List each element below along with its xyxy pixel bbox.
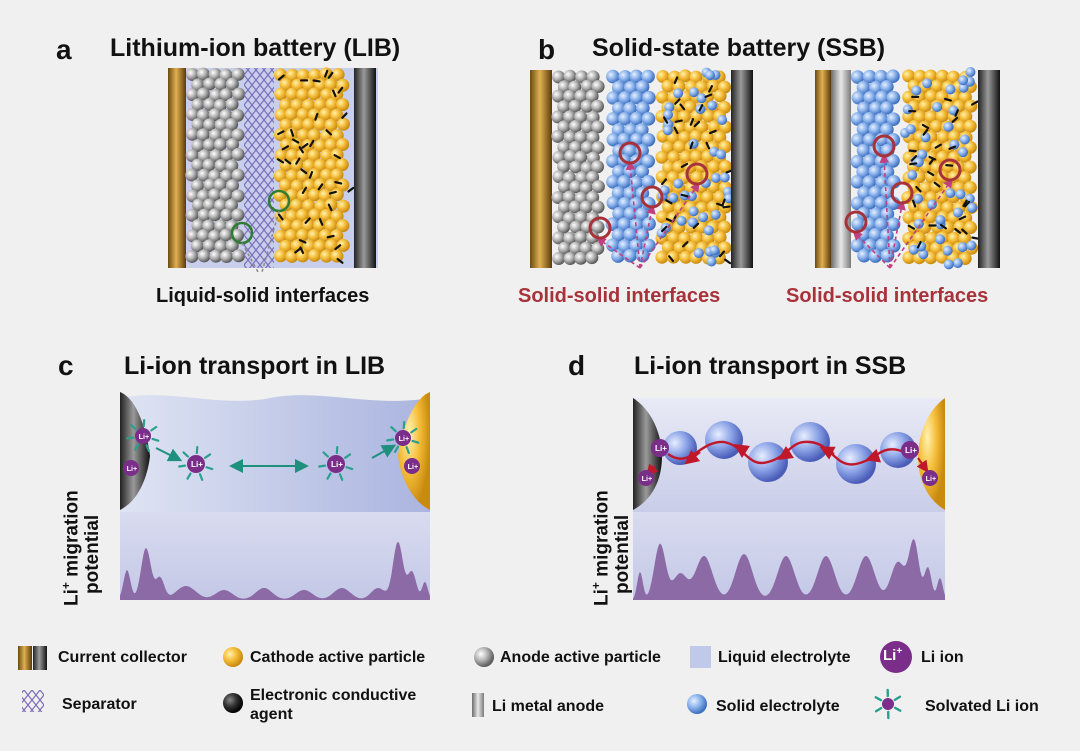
lib-cell-diagram [168,67,378,273]
panel-b-letter: b [538,34,556,65]
ssb-interface-label-1: Solid-solid interfaces [518,285,721,307]
svg-text:Li+: Li+ [399,434,410,443]
current-collector-icon [18,646,32,670]
ssb1-current-collector-left [530,70,552,268]
lib-cathode-electrode [398,392,430,510]
legend-separator: Separator [62,696,137,713]
legend-solvated-li-ion: Solvated Li ion [925,698,1039,715]
legend-liquid-electrolyte: Liquid electrolyte [718,649,851,666]
svg-text:Li+: Li+ [642,474,653,483]
anode-particle-icon [474,647,494,667]
conductive-agent-icon [223,693,243,713]
lib-anode-particles [185,67,246,264]
ssb-ion-path [667,440,915,466]
legend-current-collector: Current collector [58,649,187,666]
solid-electrolyte-icon [687,694,707,714]
lib-migration-potential-curve [120,541,430,600]
lib-transport-diagram: Li+ Li+ Li+ Li+ Li+ Li+ [120,392,430,600]
legend-anode-particle: Anode active particle [500,649,661,666]
legend-li-metal-anode: Li metal anode [492,698,605,715]
separator-icon [22,690,44,712]
panel-b-title: Solid-state battery (SSB) [592,34,886,62]
lib-interface-label: Liquid-solid interfaces [156,285,370,307]
svg-text:Li+: Li+ [926,474,937,483]
svg-text:Li+: Li+ [655,444,667,453]
svg-text:Li+: Li+ [408,462,419,471]
ssb-interface-label-2: Solid-solid interfaces [786,285,989,307]
legend-solid-electrolyte: Solid electrolyte [716,698,840,715]
svg-text:Li+: Li+ [139,432,150,441]
current-collector-icon [33,646,47,670]
ssb1-current-collector-right [731,70,753,268]
svg-text:Li+: Li+ [905,446,917,455]
panel-a-title: Lithium-ion battery (LIB) [110,34,401,62]
ssb-potential-axis-label: Li+ migration potential [589,490,634,606]
lib-current-collector-right [354,68,376,268]
li-ion-icon [880,641,912,673]
ssb-cell-diagram-2 [815,67,1000,270]
svg-text:Li+: Li+ [127,464,138,473]
ssb2-current-collector-right [978,70,1000,268]
panel-a-letter: a [56,34,72,65]
ssb2-current-collector-left [815,70,831,268]
lib-cathode-particles [273,67,355,264]
lib-separator [244,68,274,268]
ssb2-li-metal-anode [831,70,851,268]
panel-d-title: Li-ion transport in SSB [634,352,907,380]
svg-text:Li+: Li+ [331,460,343,469]
legend-li-ion: Li ion [921,649,964,666]
panel-d-letter: d [568,350,586,381]
panel-c-title: Li-ion transport in LIB [124,352,386,380]
svg-text:Li+: Li+ [191,460,203,469]
panel-c-letter: c [58,350,74,381]
ssb-migration-potential-curve [633,538,945,600]
liquid-electrolyte-icon [690,646,711,668]
solvated-li-ion-icon [874,688,902,720]
ssb-cell-diagram-1 [530,67,753,269]
ssb-transport-diagram: Li+ Li+ Li+ Li+ [633,398,945,600]
legend-li-ion-symbol: Li+ [883,646,903,664]
lib-current-collector-left [168,68,186,268]
legend-cathode-particle: Cathode active particle [250,649,426,666]
cathode-particle-icon [223,647,243,667]
lib-potential-axis-label: Li+ migration potential [59,490,104,606]
lib-anode-electrode [120,392,150,510]
li-metal-anode-icon [472,693,484,717]
legend-icons [18,641,912,720]
